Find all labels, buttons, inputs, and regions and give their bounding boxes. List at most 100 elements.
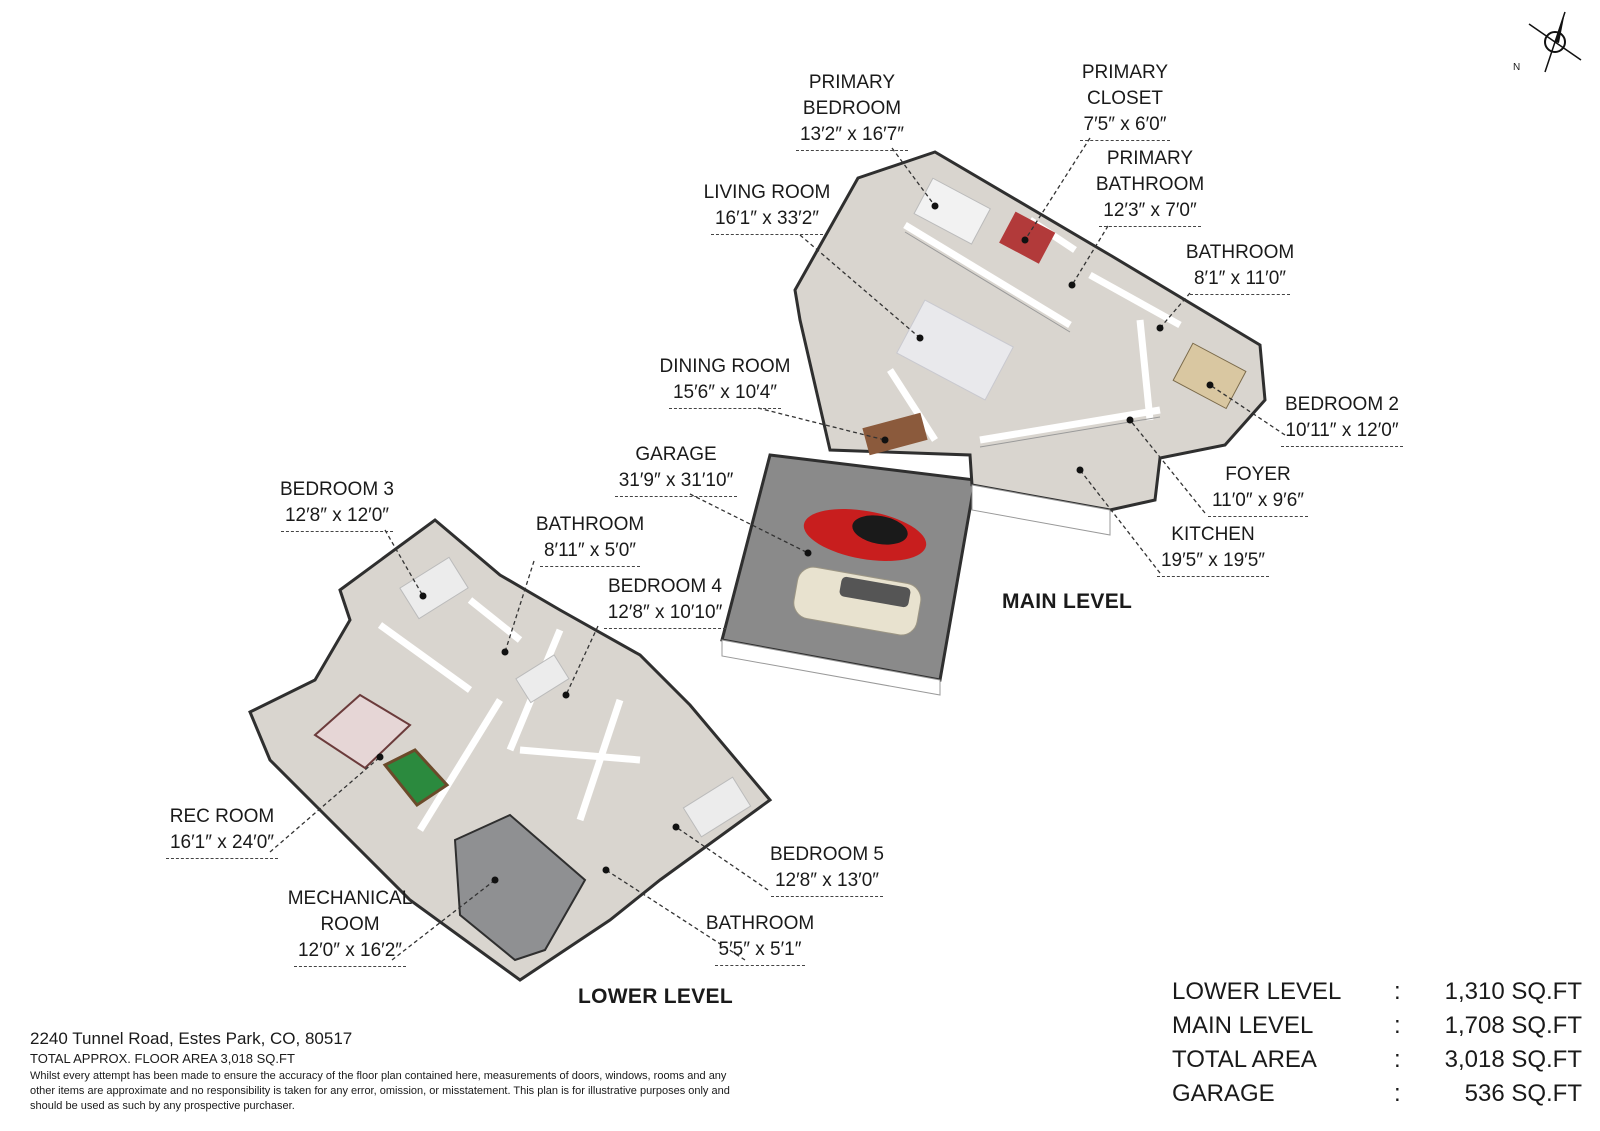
label-bathroom-lower-2: BATHROOM 5′5″ x 5′1″ xyxy=(700,911,820,966)
area-row: MAIN LEVEL : 1,708 SQ.FT xyxy=(1172,1009,1582,1043)
room-name: BATHROOM xyxy=(1095,174,1205,195)
area-row: GARAGE : 536 SQ.FT xyxy=(1172,1077,1582,1111)
primary-bed xyxy=(913,177,991,245)
label-bedroom-4: BEDROOM 4 12′8″ x 10′10″ xyxy=(595,574,735,629)
room-name: PRIMARY xyxy=(808,72,896,93)
room-name: LIVING ROOM xyxy=(703,182,831,203)
label-mechanical-room: MECHANICAL ROOM 12′0″ x 16′2″ xyxy=(280,886,420,967)
room-dims: 12′3″ x 7′0″ xyxy=(1099,198,1201,227)
dining-table xyxy=(862,412,928,456)
room-name: KITCHEN xyxy=(1171,524,1255,545)
red-car-cabin xyxy=(852,515,908,545)
room-dims: 31′9″ x 31′10″ xyxy=(614,468,738,497)
compass: N xyxy=(1513,10,1589,74)
label-kitchen: KITCHEN 19′5″ x 19′5″ xyxy=(1148,522,1278,577)
room-name: REC ROOM xyxy=(169,806,275,827)
label-bathroom-lower-1: BATHROOM 8′11″ x 5′0″ xyxy=(525,512,655,567)
area-row: LOWER LEVEL : 1,310 SQ.FT xyxy=(1172,975,1582,1009)
area-label: LOWER LEVEL xyxy=(1172,978,1342,1005)
room-name: BEDROOM 5 xyxy=(769,844,885,865)
lower-level-title: LOWER LEVEL xyxy=(578,985,733,1008)
room-dims: 12′8″ x 12′0″ xyxy=(280,503,394,532)
lower-level-plan xyxy=(248,518,773,982)
bedroom-2-bed xyxy=(1172,342,1247,410)
room-dims: 8′11″ x 5′0″ xyxy=(539,538,641,567)
disclaimer-text: Whilst every attempt has been made to en… xyxy=(30,1070,730,1112)
room-dims: 16′1″ x 24′0″ xyxy=(165,830,279,859)
label-bedroom-5: BEDROOM 5 12′8″ x 13′0″ xyxy=(762,842,892,897)
area-separator: : xyxy=(1394,978,1401,1005)
room-name: BATHROOM xyxy=(1185,242,1295,263)
room-name: GARAGE xyxy=(635,444,717,465)
room-dims: 19′5″ x 19′5″ xyxy=(1156,548,1270,577)
room-name: BATHROOM xyxy=(535,514,645,535)
room-name: BEDROOM 2 xyxy=(1284,394,1400,415)
room-name: BEDROOM 3 xyxy=(279,479,395,500)
label-bedroom-3: BEDROOM 3 12′8″ x 12′0″ xyxy=(272,477,402,532)
compass-icon xyxy=(1528,11,1582,73)
area-separator: : xyxy=(1394,1046,1401,1073)
area-value: 1,310 SQ.FT xyxy=(1444,978,1582,1005)
room-dims: 16′1″ x 33′2″ xyxy=(710,206,824,235)
area-value: 536 SQ.FT xyxy=(1464,1080,1582,1107)
area-label: MAIN LEVEL xyxy=(1172,1012,1314,1039)
label-living-room: LIVING ROOM 16′1″ x 33′2″ xyxy=(692,180,842,235)
room-dims: 12′0″ x 16′2″ xyxy=(293,938,407,967)
compass-north-label: N xyxy=(1513,62,1521,73)
cream-car-windows xyxy=(839,576,911,608)
area-value: 1,708 SQ.FT xyxy=(1444,1012,1582,1039)
room-dims: 12′8″ x 13′0″ xyxy=(770,868,884,897)
main-house-wall xyxy=(971,484,1111,536)
room-name: DINING ROOM xyxy=(659,356,791,377)
area-label: TOTAL AREA xyxy=(1172,1046,1317,1073)
room-name: PRIMARY xyxy=(1081,62,1169,83)
bedroom-3-bed xyxy=(399,556,469,620)
label-bedroom-2: BEDROOM 2 10′11″ x 12′0″ xyxy=(1272,392,1412,447)
label-foyer: FOYER 11′0″ x 9′6″ xyxy=(1198,462,1318,517)
pool-table xyxy=(382,748,450,808)
room-dims: 10′11″ x 12′0″ xyxy=(1281,418,1403,447)
living-rug xyxy=(896,299,1014,401)
room-dims: 11′0″ x 9′6″ xyxy=(1207,488,1309,517)
mechanical-room-floor xyxy=(453,813,587,962)
room-name: BEDROOM xyxy=(802,98,902,119)
label-primary-bathroom: PRIMARY BATHROOM 12′3″ x 7′0″ xyxy=(1090,146,1210,227)
area-value: 3,018 SQ.FT xyxy=(1444,1046,1582,1073)
label-primary-closet: PRIMARY CLOSET 7′5″ x 6′0″ xyxy=(1065,60,1185,141)
total-floor-area: TOTAL APPROX. FLOOR AREA 3,018 SQ.FT xyxy=(30,1051,295,1066)
label-dining-room: DINING ROOM 15′6″ x 10′4″ xyxy=(650,354,800,409)
rec-room-rug xyxy=(313,693,412,770)
bedroom-5-bed xyxy=(682,776,752,838)
area-separator: : xyxy=(1394,1080,1401,1107)
room-dims: 15′6″ x 10′4″ xyxy=(668,380,782,409)
room-name: ROOM xyxy=(320,914,380,935)
label-rec-room: REC ROOM 16′1″ x 24′0″ xyxy=(157,804,287,859)
label-primary-bedroom: PRIMARY BEDROOM 13′2″ x 16′7″ xyxy=(792,70,912,151)
room-name: BEDROOM 4 xyxy=(607,576,723,597)
room-name: FOYER xyxy=(1225,464,1291,485)
room-dims: 12′8″ x 10′10″ xyxy=(603,600,727,629)
area-summary-table: LOWER LEVEL : 1,310 SQ.FT MAIN LEVEL : 1… xyxy=(1172,975,1582,1111)
room-name: CLOSET xyxy=(1086,88,1164,109)
room-dims: 5′5″ x 5′1″ xyxy=(714,937,806,966)
area-separator: : xyxy=(1394,1012,1401,1039)
room-dims: 13′2″ x 16′7″ xyxy=(795,122,909,151)
room-dots xyxy=(376,202,1214,884)
label-garage: GARAGE 31′9″ x 31′10″ xyxy=(606,442,746,497)
room-name: BATHROOM xyxy=(705,913,815,934)
leader-lines xyxy=(269,137,1286,961)
room-name: PRIMARY xyxy=(1106,148,1194,169)
garage-wall xyxy=(721,639,941,696)
bedroom-4-bed xyxy=(515,654,570,704)
garage-floor xyxy=(720,453,977,682)
room-dims: 8′1″ x 11′0″ xyxy=(1189,266,1291,295)
room-name: MECHANICAL xyxy=(287,888,413,909)
cream-car xyxy=(793,566,922,636)
property-address: 2240 Tunnel Road, Estes Park, CO, 80517 xyxy=(30,1029,353,1048)
main-level-title: MAIN LEVEL xyxy=(1002,590,1133,613)
room-dims: 7′5″ x 6′0″ xyxy=(1079,112,1171,141)
area-row: TOTAL AREA : 3,018 SQ.FT xyxy=(1172,1043,1582,1077)
label-bathroom-main: BATHROOM 8′1″ x 11′0″ xyxy=(1175,240,1305,295)
area-label: GARAGE xyxy=(1172,1080,1275,1107)
